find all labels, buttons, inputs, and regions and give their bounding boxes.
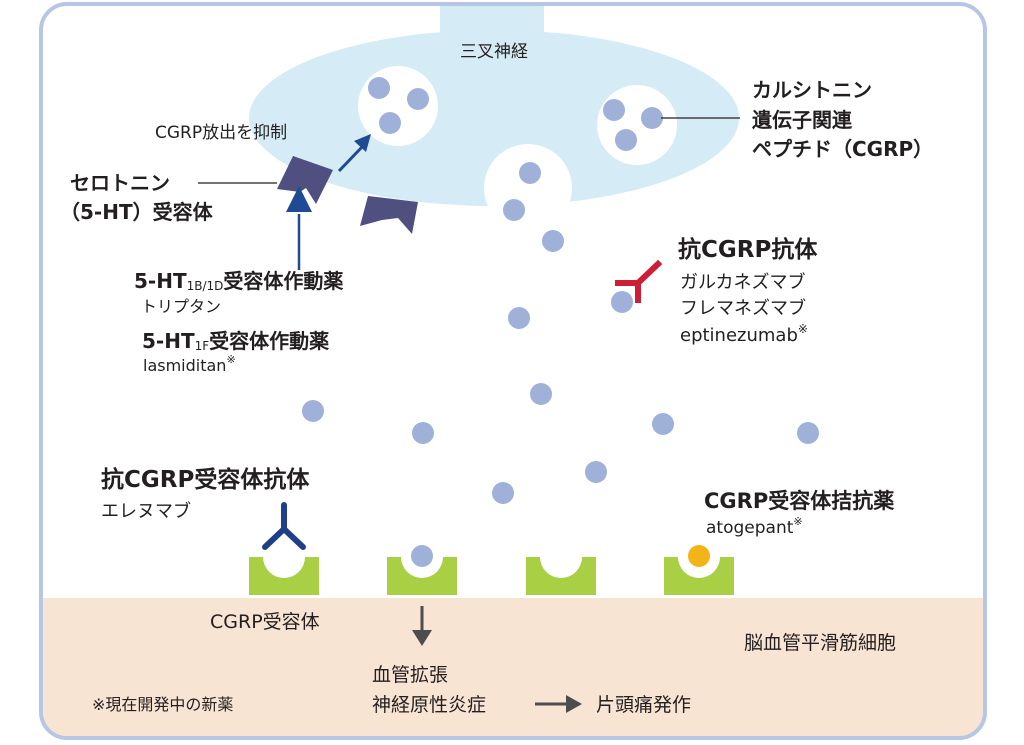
vesicle — [597, 85, 677, 165]
agonist-1f-label: 5-HT1F受容体作動薬 — [142, 329, 329, 353]
galcanezumab-label: ガルカネズマブ — [680, 271, 805, 293]
anti-receptor-antibody-icon — [262, 502, 306, 550]
erenumab-label: エレヌマブ — [101, 500, 191, 522]
serotonin-receptor — [360, 196, 418, 234]
anti-cgrp-antibody-label: 抗CGRP抗体 — [678, 236, 818, 263]
vesicle-releasing — [484, 144, 572, 232]
cgrp-receptor-label: CGRP受容体 — [210, 611, 320, 633]
arrow-to-migraine — [535, 695, 582, 713]
atogepant-label: atogepant※ — [706, 515, 803, 538]
migraine-label: 片頭痛発作 — [596, 694, 691, 716]
cgrp-receptor — [664, 545, 734, 595]
vesicle — [358, 66, 438, 146]
cgrp-name-line3: ペプチド（CGRP） — [752, 137, 933, 161]
cgrp-name-line2: 遺伝子関連 — [752, 108, 853, 132]
antagonist-label: CGRP受容体拮抗薬 — [704, 489, 894, 513]
atogepant-molecule — [688, 545, 710, 567]
agonist-1b1d-label: 5-HT1B/1D受容体作動薬 — [134, 269, 343, 293]
trigeminal-label: 三叉神経 — [460, 42, 528, 62]
cgrp-particles — [302, 230, 819, 504]
serotonin-label-line2: （5-HT）受容体 — [60, 200, 214, 224]
cgrp-receptor — [387, 545, 457, 595]
inhibit-release-label: CGRP放出を抑制 — [155, 123, 287, 143]
anti-cgrp-antibody-icon — [615, 259, 663, 303]
agonist-arrow — [286, 186, 312, 270]
serotonin-receptor — [277, 156, 333, 204]
frame-border — [39, 2, 987, 740]
cgrp-name-line1: カルシトニン — [752, 78, 872, 102]
signal-arrow-down — [412, 606, 432, 646]
cgrp-receptor — [526, 557, 596, 595]
eptinezumab-label: eptinezumab※ — [680, 322, 808, 346]
triptan-label: トリプタン — [141, 297, 221, 316]
cgrp-receptor — [249, 557, 319, 595]
lasmiditan-label: lasmiditan※ — [143, 353, 236, 375]
inhibit-release-arrow — [337, 134, 371, 173]
smooth-muscle-cell-area — [41, 598, 985, 738]
neuro-inflammation-label: 神経原性炎症 — [372, 694, 486, 716]
anti-receptor-antibody-label: 抗CGRP受容体抗体 — [101, 466, 310, 493]
trigeminal-nerve-terminal — [249, 4, 739, 206]
footnote: ※現在開発中の新薬 — [92, 695, 233, 714]
serotonin-label-line1: セロトニン — [70, 171, 170, 195]
smooth-muscle-label: 脳血管平滑筋細胞 — [744, 632, 896, 654]
fremanezumab-label: フレマネズマブ — [680, 297, 806, 319]
vasodilation-label: 血管拡張 — [372, 664, 448, 686]
